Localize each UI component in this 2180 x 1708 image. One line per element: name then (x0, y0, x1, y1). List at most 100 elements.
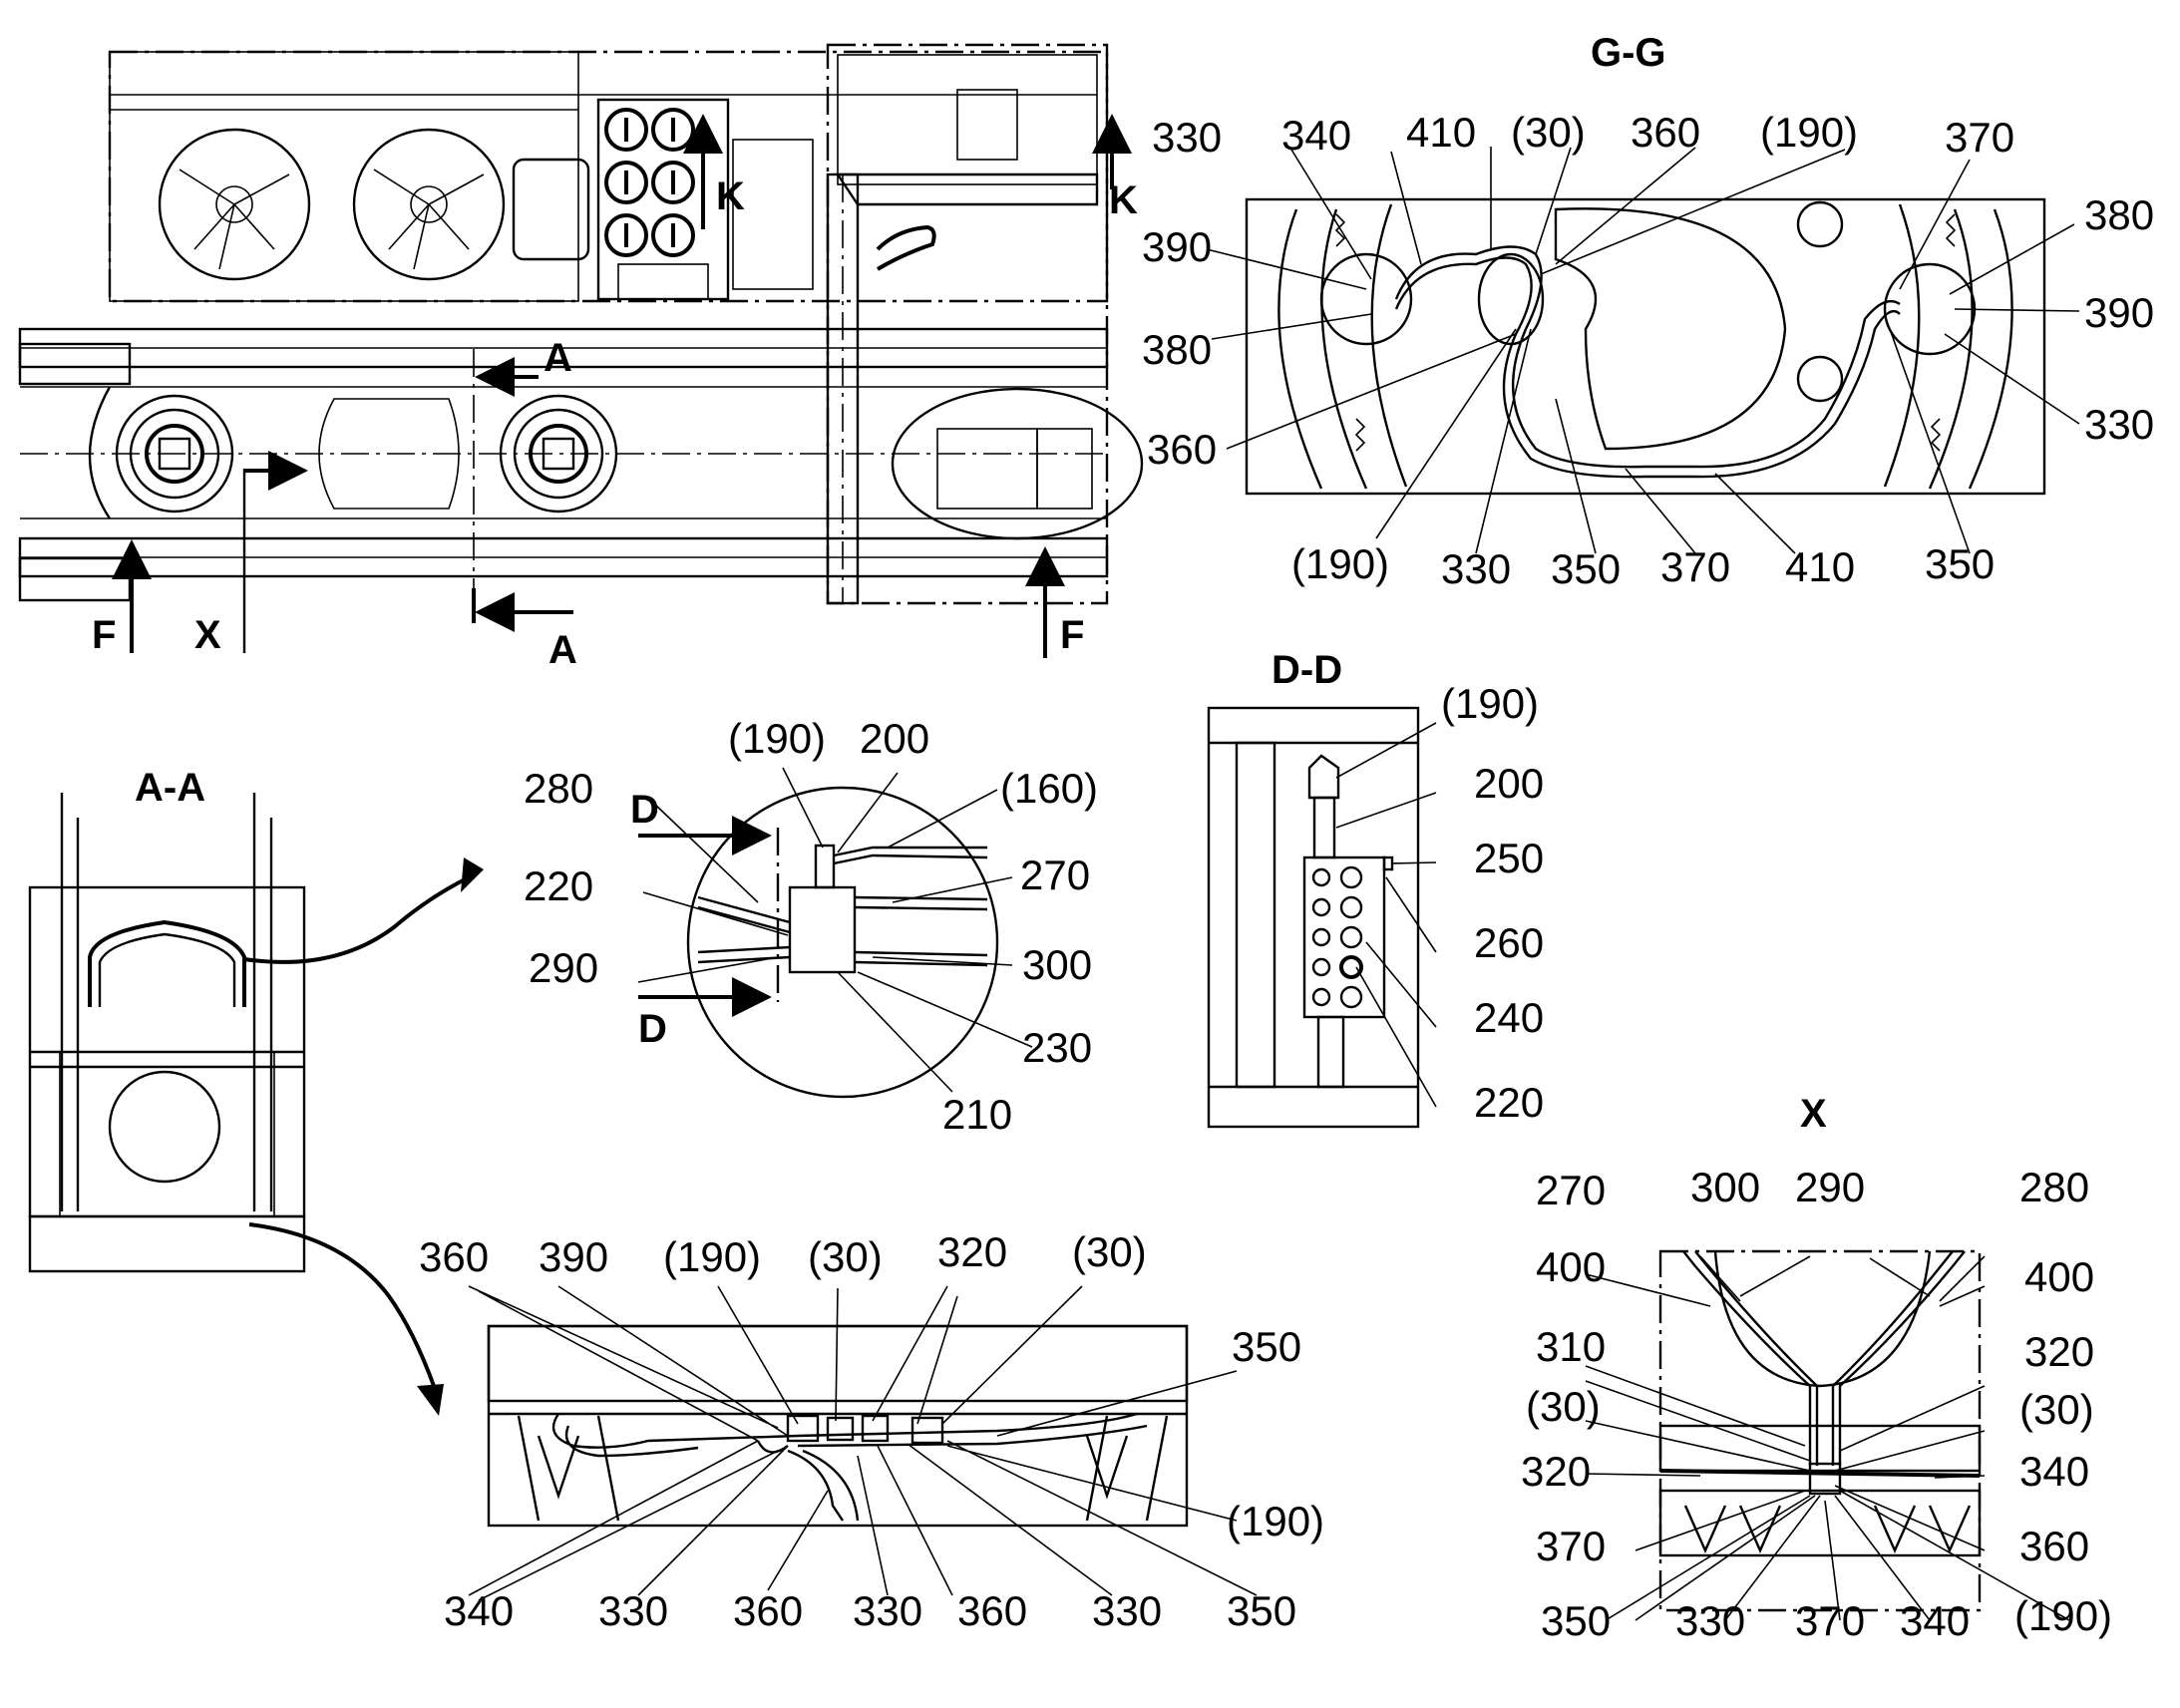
gg-callout-370-a: 370 (1945, 114, 2014, 161)
x-callout-340-a: 340 (2019, 1448, 2089, 1495)
bottom-hose-right (797, 1412, 1138, 1438)
filter-bank (596, 98, 730, 301)
x-callout-370-b: 370 (1795, 1597, 1865, 1644)
gg-callout-380-b: 380 (2084, 191, 2154, 238)
hose-upper (1394, 245, 1901, 469)
dd-callout-190: (190) (1441, 680, 1539, 727)
detail-callout-160: (160) (1000, 765, 1098, 812)
x-callout-340-b: 340 (1900, 1597, 1970, 1644)
section-label-k-left: K (716, 174, 745, 218)
slew-ring-center (499, 394, 618, 513)
bottom-callout-390: 390 (539, 1233, 608, 1280)
section-label-d-lower: D (638, 1007, 667, 1051)
x-callout-280: 280 (2019, 1164, 2089, 1210)
bottom-callout-190-a: (190) (663, 1233, 761, 1280)
d-d-frame (1207, 706, 1420, 1129)
x-callout-330: 330 (1675, 1597, 1745, 1644)
gg-callout-340: 340 (1281, 112, 1351, 159)
section-mark-k-right: K (1092, 114, 1138, 222)
gg-callout-380-a: 380 (1142, 326, 1212, 373)
dd-callout-250: 250 (1474, 835, 1544, 881)
dd-callout-260: 260 (1474, 919, 1544, 966)
gg-callout-350-b: 350 (1925, 540, 1995, 587)
d-d-wall (1235, 741, 1276, 1089)
dd-callout-220: 220 (1474, 1079, 1544, 1126)
dd-callout-200: 200 (1474, 760, 1544, 807)
gg-callout-410-a: 410 (1406, 109, 1476, 156)
section-label-d-upper: D (630, 788, 659, 832)
view-bottom-section: 360 390 (190) (30) 320 (30) 350 (190) 34… (419, 1228, 1324, 1634)
x-callout-400-b: 400 (2024, 1253, 2094, 1300)
bottom-callout-330-a: 330 (598, 1587, 668, 1634)
x-callout-290: 290 (1795, 1164, 1865, 1210)
view-title-g-g: G-G (1591, 31, 1666, 75)
x-callout-370-a: 370 (1536, 1523, 1606, 1569)
x-callout-350: 350 (1541, 1597, 1611, 1644)
x-callout-320-b: 320 (1521, 1448, 1591, 1495)
bottom-callout-360-a: 360 (419, 1233, 489, 1280)
a-a-hose-loop (88, 919, 246, 1007)
section-mark-k-left: K (683, 114, 745, 229)
bottom-callout-190-b: (190) (1227, 1498, 1324, 1544)
detail-callout-220: 220 (524, 862, 593, 909)
x-hose-right-outer (1838, 1250, 1966, 1466)
bottom-callout-30-a: (30) (808, 1233, 883, 1280)
section-label-a-upper: A (544, 336, 572, 380)
detail-callout-300: 300 (1022, 941, 1092, 988)
detail-callout-280: 280 (524, 765, 593, 812)
d-d-manifold (1302, 855, 1386, 1019)
bottom-callout-350-b: 350 (1227, 1587, 1296, 1634)
detail-callout-200: 200 (860, 715, 929, 762)
gg-callout-30: (30) (1511, 109, 1586, 156)
x-opening (1713, 1250, 1932, 1388)
x-callout-360: 360 (2019, 1523, 2089, 1569)
bottom-callout-330-c: 330 (1092, 1587, 1162, 1634)
gg-callout-390-a: 390 (1142, 223, 1212, 270)
detail-callout-190: (190) (728, 715, 826, 762)
view-a-a: A-A (28, 766, 484, 1416)
x-callout-30-b: (30) (2019, 1386, 2094, 1433)
cooling-module (109, 51, 579, 302)
section-mark-x: X (194, 451, 308, 657)
bottom-callout-330-b: 330 (853, 1587, 922, 1634)
view-x: X 270 300 290 280 400 400 310 320 (30) (… (1521, 1092, 2112, 1644)
curved-arrow-to-bottom-view (248, 1222, 436, 1387)
gg-callout-360-b: 360 (1147, 426, 1217, 473)
bottom-hose-left (551, 1413, 799, 1449)
dd-callout-240: 240 (1474, 994, 1544, 1041)
section-mark-a-upper: A (475, 336, 572, 397)
top-view-outline-upper (108, 50, 1109, 303)
bottom-callout-320: 320 (937, 1228, 1007, 1275)
view-title-d-d: D-D (1272, 648, 1342, 692)
x-callout-320-a: 320 (2024, 1328, 2094, 1375)
x-callout-30-a: (30) (1526, 1383, 1601, 1430)
gg-callout-390-b: 390 (2084, 289, 2154, 336)
fan-left (158, 128, 311, 281)
a-a-bearing (28, 1214, 306, 1273)
fan-right (352, 128, 506, 281)
hose-lower (1394, 256, 1901, 479)
gg-callout-330-b: 330 (2084, 401, 2154, 448)
gg-callout-360-a: 360 (1631, 109, 1700, 156)
view-g-g: G-G 330 340 410 (30) 360 (190) 370 390 3… (1142, 31, 2154, 592)
section-mark-a-lower: A (472, 588, 577, 672)
gg-callout-190-b: (190) (1291, 540, 1389, 587)
section-label-x: X (194, 613, 221, 657)
section-mark-f-left: F (92, 539, 152, 657)
detail-callout-290: 290 (529, 944, 598, 991)
gg-callout-350-a: 350 (1551, 545, 1621, 592)
x-frame (1658, 1249, 1982, 1612)
gg-callout-330-a: 330 (1152, 114, 1222, 161)
bottom-callout-30-b: (30) (1072, 1228, 1147, 1275)
bottom-frame (487, 1324, 1189, 1528)
section-label-k-right: K (1109, 178, 1138, 222)
curved-arrow-to-detail-d (243, 875, 470, 964)
x-callout-400-a: 400 (1536, 1243, 1606, 1290)
gg-callout-410-b: 410 (1785, 543, 1855, 590)
x-callout-300: 300 (1690, 1164, 1760, 1210)
opening (318, 398, 460, 510)
x-callout-190: (190) (2014, 1592, 2112, 1639)
bottom-callout-360-c: 360 (957, 1587, 1027, 1634)
section-label-a-lower: A (548, 628, 577, 672)
